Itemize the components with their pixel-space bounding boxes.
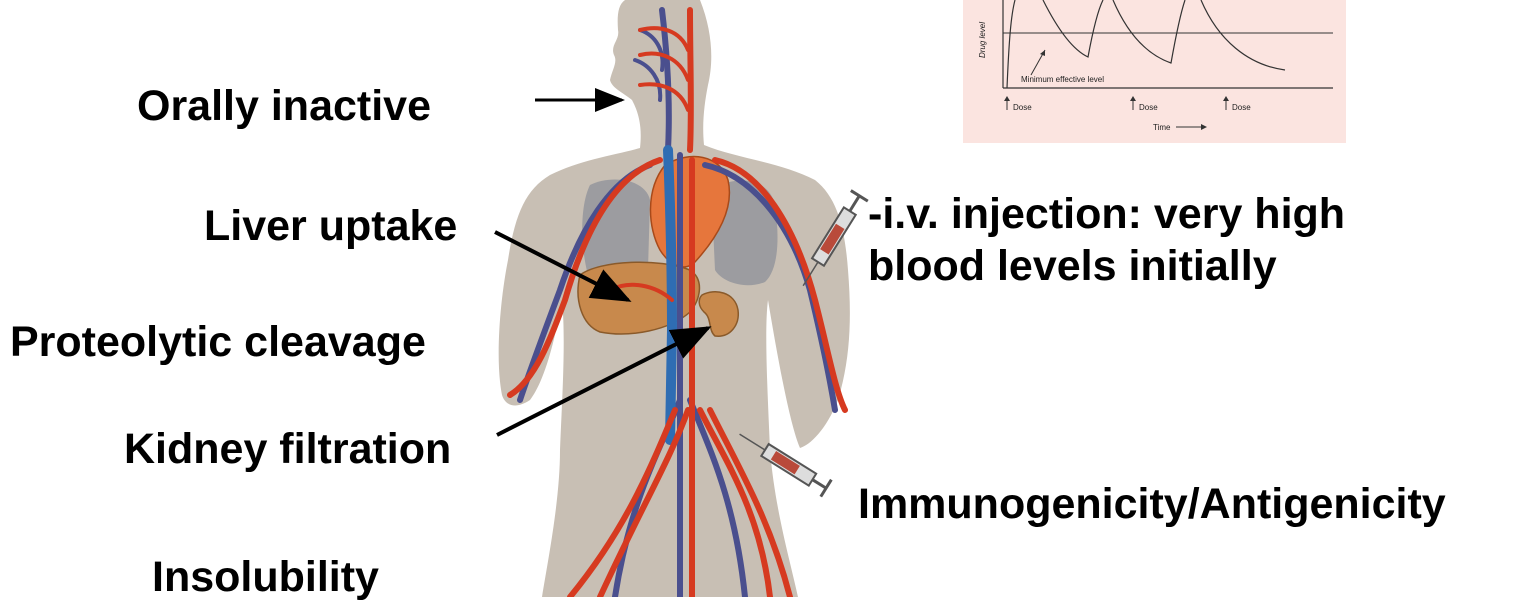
label-orally-inactive: Orally inactive	[137, 85, 431, 128]
chart-ylabel: Drug level	[978, 22, 987, 58]
label-immunogenicity: Immunogenicity/Antigenicity	[858, 483, 1446, 526]
label-iv-injection-line1: -i.v. injection: very high	[868, 188, 1345, 240]
dose-marker: Dose	[1130, 96, 1158, 112]
chart-xlabel: Time	[1153, 123, 1171, 132]
dose-marker: Dose	[1223, 96, 1251, 112]
label-proteolytic-cleavage: Proteolytic cleavage	[10, 321, 426, 364]
chart-threshold-label: Minimum effective level	[1021, 75, 1104, 84]
svg-text:Dose: Dose	[1232, 103, 1251, 112]
drug-level-chart: Drug level Minimum effective level Dose …	[963, 0, 1346, 143]
svg-text:Dose: Dose	[1013, 103, 1032, 112]
label-liver-uptake: Liver uptake	[204, 205, 457, 248]
label-kidney-filtration: Kidney filtration	[124, 428, 451, 471]
chart-xlabel-arrow-head	[1201, 124, 1207, 130]
dose-marker: Dose	[1004, 96, 1032, 112]
label-iv-injection: -i.v. injection: very high blood levels …	[868, 188, 1345, 293]
label-insolubility: Insolubility	[152, 556, 379, 599]
svg-text:Dose: Dose	[1139, 103, 1158, 112]
label-iv-injection-line2: blood levels initially	[868, 240, 1345, 292]
